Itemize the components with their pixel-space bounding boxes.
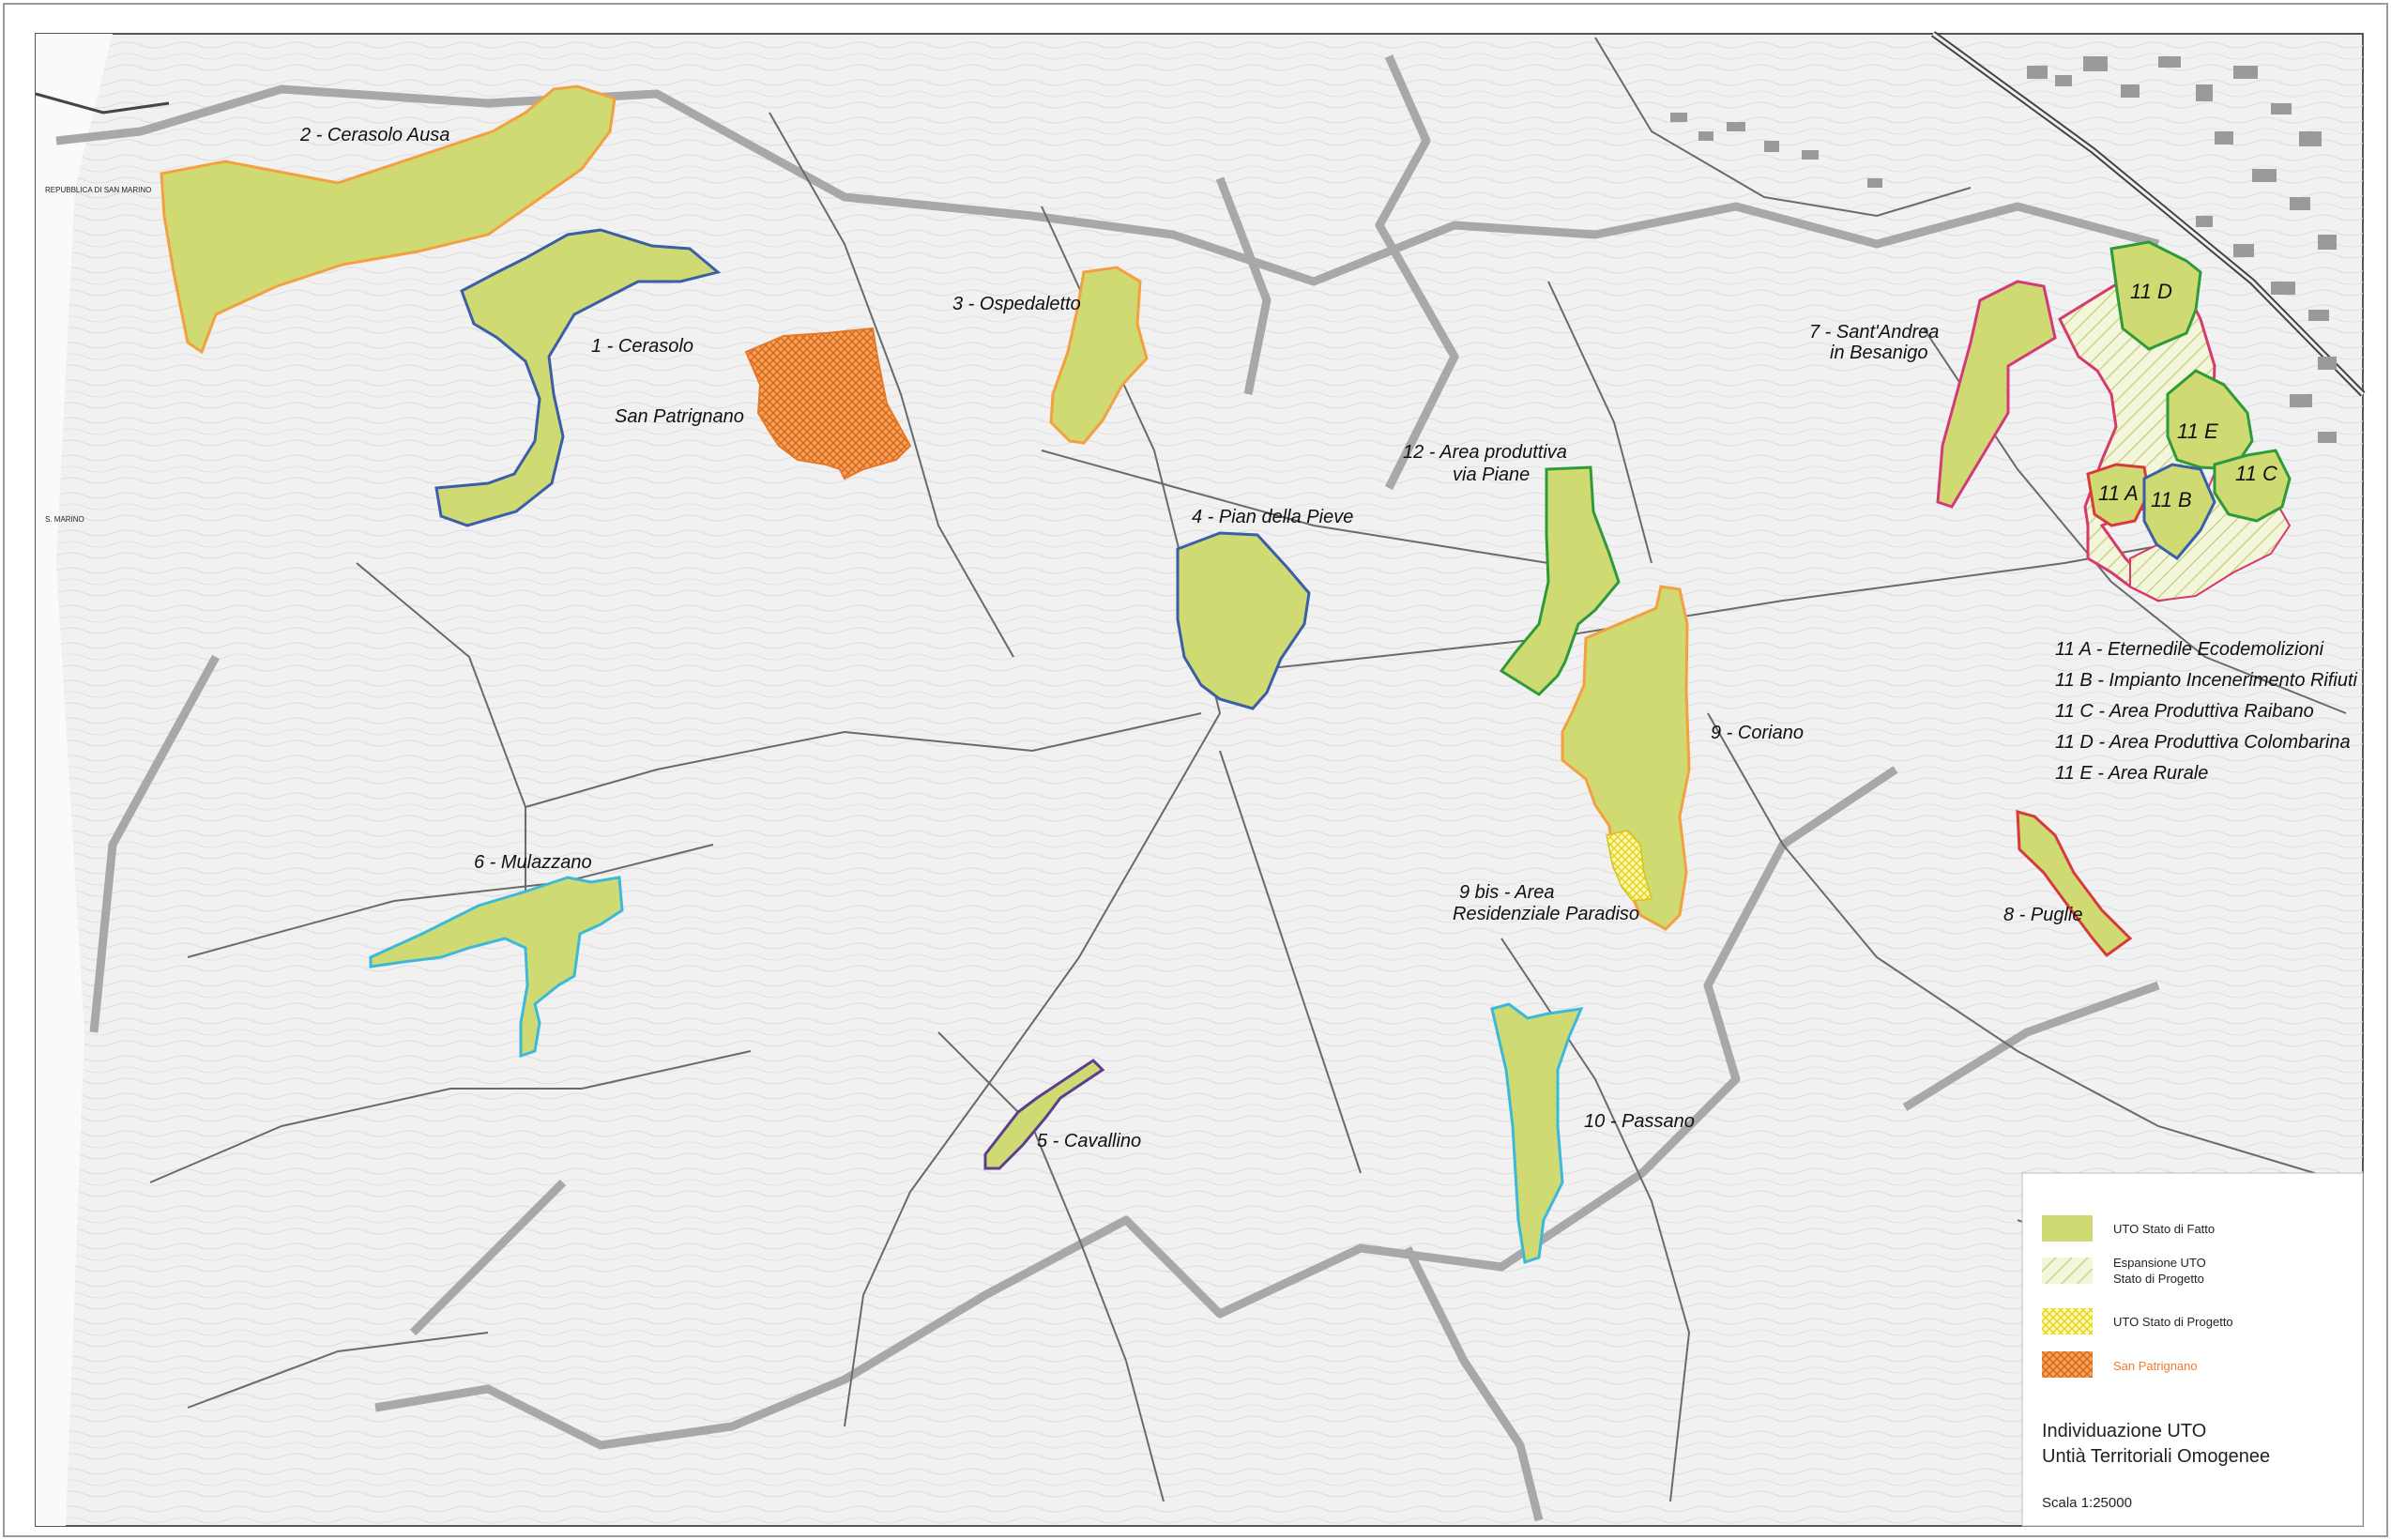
- zone-cerasolo-ausa: [160, 84, 617, 355]
- label-11e: 11 E: [2177, 419, 2218, 443]
- legend-label-san-patrignano: San Patrignano: [2113, 1359, 2198, 1373]
- san-marino-boundary: [35, 92, 170, 114]
- place-label-repubblica: REPUBBLICA DI SAN MARINO: [45, 186, 151, 194]
- road-network: [149, 37, 2347, 1502]
- zone-puglie: [2016, 809, 2133, 958]
- legend-swatch-fatto: [2042, 1215, 2093, 1242]
- zone-11a: [2086, 463, 2151, 527]
- zone11-item: 11 A - Eternedile Ecodemolizioni: [2055, 639, 2324, 660]
- zone-11b: [2142, 463, 2216, 561]
- urban-blocks: [1670, 56, 2337, 443]
- zone-passano: [1490, 1002, 1584, 1264]
- label-11d: 11 D: [2130, 280, 2172, 303]
- label-san-patrignano: San Patrignano: [615, 406, 744, 427]
- zone-ospedaletto: [1049, 266, 1149, 445]
- label-mulazzano: 6 - Mulazzano: [474, 852, 592, 873]
- legend-scale: Scala 1:25000: [2042, 1495, 2132, 1511]
- zone-coriano: [1561, 585, 1691, 931]
- zone-san-patrignano: [744, 327, 912, 480]
- label-11a: 11 A: [2098, 481, 2139, 505]
- legend-title-1: Individuazione UTO: [2042, 1421, 2206, 1441]
- legend-label-fatto: UTO Stato di Fatto: [2113, 1222, 2215, 1236]
- label-paradiso-l2: Residenziale Paradiso: [1453, 904, 1639, 924]
- label-area-produttiva-l2: via Piane: [1453, 465, 1530, 485]
- zone11-item: 11 D - Area Produttiva Colombarina: [2055, 732, 2351, 753]
- zone-11d: [2109, 240, 2202, 351]
- label-area-produttiva-l1: 12 - Area produttiva: [1403, 442, 1567, 463]
- zone-mulazzano: [369, 876, 624, 1059]
- label-santandrea-l1: 7 - Sant'Andrea: [1809, 322, 1939, 343]
- legend-panel: UTO Stato di Fatto Espansione UTO Stato …: [2021, 1172, 2364, 1527]
- label-cerasolo-ausa: 2 - Cerasolo Ausa: [299, 125, 449, 145]
- zone11-item: 11 C - Area Produttiva Raibano: [2055, 701, 2314, 722]
- label-passano: 10 - Passano: [1584, 1111, 1695, 1132]
- zone-cerasolo: [434, 228, 722, 527]
- legend-swatch-san-patrignano: [2042, 1351, 2093, 1378]
- zone11-item: 11 E - Area Rurale: [2055, 763, 2208, 784]
- label-ospedaletto: 3 - Ospedaletto: [952, 294, 1081, 314]
- label-santandrea-l2: in Besanigo: [1830, 343, 1928, 363]
- zone-pian-della-pieve: [1176, 531, 1311, 710]
- label-coriano: 9 - Coriano: [1711, 723, 1804, 743]
- legend-swatch-espansione: [2042, 1258, 2093, 1284]
- sea-strip: [36, 34, 113, 1526]
- place-label-marino: S. MARINO: [45, 515, 84, 524]
- legend-label-espansione-1: Espansione UTO: [2113, 1256, 2206, 1270]
- zone-paradiso: [1606, 830, 1652, 902]
- zone-11c: [2213, 449, 2292, 523]
- label-paradiso-l1: 9 bis - Area: [1459, 882, 1555, 903]
- highway: [1930, 31, 2366, 397]
- zone11-list: 11 A - Eternedile Ecodemolizioni 11 B - …: [2055, 639, 2358, 784]
- territory-borders: [55, 54, 2160, 1522]
- label-11c: 11 C: [2235, 462, 2277, 485]
- legend-label-espansione-2: Stato di Progetto: [2113, 1272, 2204, 1286]
- label-puglie: 8 - Puglie: [2003, 905, 2083, 925]
- label-cerasolo: 1 - Cerasolo: [591, 336, 693, 357]
- terrain-contours: [36, 34, 2363, 1526]
- zone-labels: 2 - Cerasolo Ausa 1 - Cerasolo San Patri…: [299, 125, 2277, 1151]
- label-pian-della-pieve: 4 - Pian della Pieve: [1192, 507, 1353, 527]
- legend-swatch-progetto: [2042, 1308, 2093, 1334]
- zone-santandrea: [1936, 280, 2057, 509]
- zone-area-produttiva: [1499, 465, 1621, 696]
- legend-title-2: Untià Territoriali Omogenee: [2042, 1446, 2270, 1467]
- label-11b: 11 B: [2151, 488, 2192, 511]
- legend-label-progetto: UTO Stato di Progetto: [2113, 1315, 2233, 1329]
- zone11-item: 11 B - Impianto Incenerimento Rifiuti: [2055, 670, 2358, 691]
- label-cavallino: 5 - Cavallino: [1037, 1131, 1141, 1151]
- zone-cavallino: [983, 1059, 1105, 1170]
